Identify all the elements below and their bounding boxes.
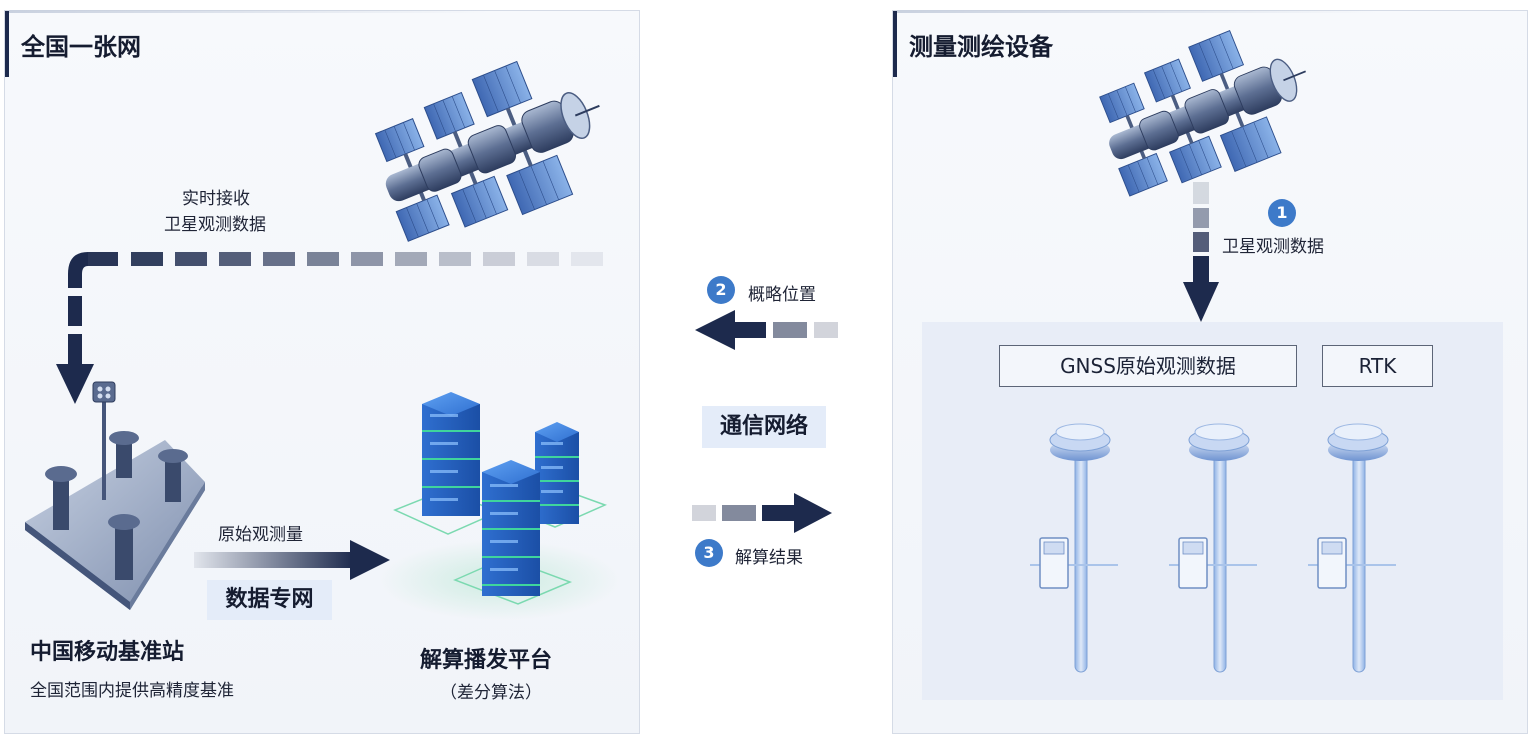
satellite-icon: [374, 60, 600, 242]
gnss-raw-data-box: GNSS原始观测数据: [999, 345, 1297, 387]
panel-accent-bar: [5, 11, 9, 77]
communication-network-box: 通信网络: [702, 406, 826, 448]
platform-title: 解算播发平台: [420, 648, 553, 673]
step-1-label: 卫星观测数据: [1222, 237, 1324, 257]
step-3-label: 解算结果: [735, 548, 803, 568]
server-rack: [482, 460, 540, 596]
satellite-data-down-arrow: [1183, 182, 1219, 322]
step-2-label: 概略位置: [748, 285, 816, 305]
left-panel-title: 全国一张网: [21, 33, 141, 61]
raw-observation-label: 原始观测量: [218, 525, 303, 545]
step-1-badge: 1: [1268, 199, 1296, 227]
platform-desc: （差分算法）: [440, 683, 542, 703]
realtime-label-line1: 实时接收: [182, 189, 250, 209]
approx-position-arrow: [695, 310, 838, 350]
right-panel-title: 测量测绘设备: [909, 33, 1053, 61]
private-network-box: 数据专网: [207, 580, 332, 620]
raw-data-arrow: [194, 540, 390, 580]
station-desc: 全国范围内提供高精度基准: [30, 681, 234, 701]
step-2-badge: 2: [707, 276, 735, 304]
gnss-receiver-icon: [1169, 423, 1257, 673]
rtk-box: RTK: [1322, 345, 1433, 387]
gnss-receiver-icon: [1030, 423, 1118, 673]
panel-top-line: [9, 10, 489, 13]
solution-result-arrow: [692, 493, 832, 533]
base-station-icon: [25, 381, 205, 610]
station-title: 中国移动基准站: [30, 640, 185, 665]
panel-accent-bar: [893, 11, 897, 77]
server-cluster-icon: [380, 392, 620, 620]
server-rack: [535, 422, 579, 524]
satellite-data-dashed-path: [56, 252, 603, 404]
realtime-label-line2: 卫星观测数据: [164, 215, 266, 235]
satellite-icon: [1099, 29, 1306, 197]
server-rack: [422, 392, 480, 516]
antenna-mushroom: [45, 431, 188, 580]
gnss-receiver-icon: [1308, 423, 1396, 673]
panel-top-line: [897, 10, 1377, 13]
step-3-badge: 3: [695, 539, 723, 567]
